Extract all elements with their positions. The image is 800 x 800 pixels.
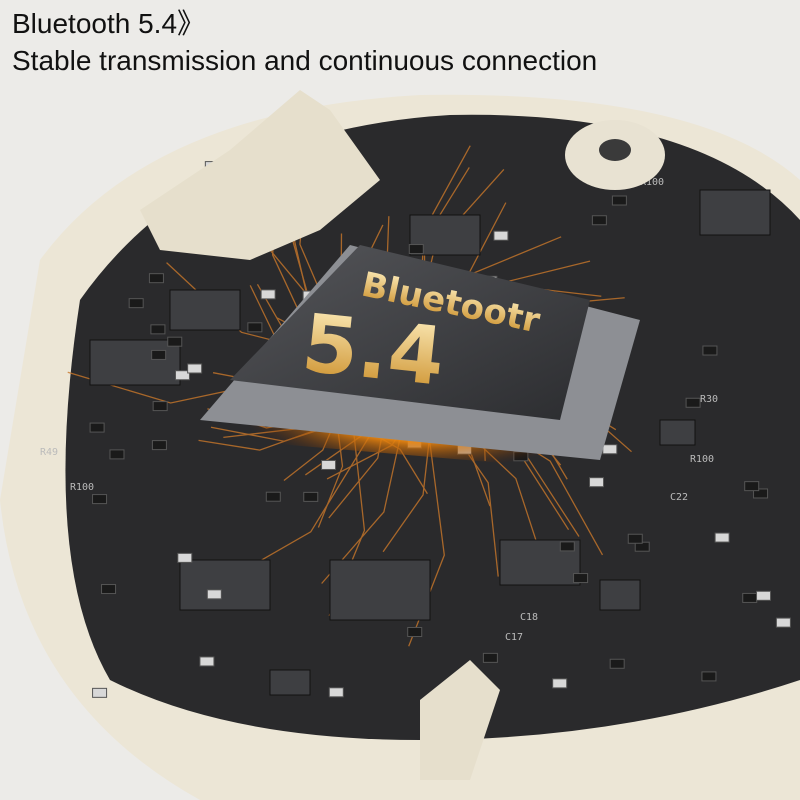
smd-component — [150, 324, 166, 335]
smd-component — [101, 584, 117, 595]
smd-component — [589, 477, 605, 488]
smd-component — [148, 273, 164, 284]
smd-component — [701, 671, 717, 682]
ic-package — [179, 559, 271, 611]
ic-package — [329, 559, 431, 621]
chip-top — [230, 245, 590, 420]
smd-component — [408, 244, 424, 255]
smd-component — [756, 590, 772, 601]
smd-component — [627, 533, 643, 544]
smd-component — [552, 678, 568, 689]
smd-component — [482, 652, 498, 663]
smd-component — [573, 573, 589, 584]
board-label: R100 — [640, 177, 664, 188]
board-label: R100 — [70, 482, 94, 493]
smd-component — [92, 687, 108, 698]
smd-component — [128, 298, 144, 309]
ic-package — [269, 669, 311, 696]
ic-package — [599, 579, 641, 611]
smd-component — [92, 494, 108, 505]
smd-component — [206, 589, 222, 600]
board-label: C18 — [520, 612, 538, 623]
casing-clip — [420, 660, 500, 780]
smd-component — [609, 658, 625, 669]
ic-package — [89, 339, 181, 386]
subtitle: Stable transmission and continuous conne… — [12, 45, 598, 76]
smd-component — [265, 491, 281, 502]
smd-component — [742, 592, 758, 603]
board-label: R30 — [700, 394, 718, 405]
smd-component — [685, 397, 701, 408]
ic-package — [699, 189, 771, 236]
smd-component — [591, 215, 607, 226]
smd-component — [753, 488, 769, 499]
chip-version-text: 5.4 — [298, 296, 449, 403]
smd-component — [744, 481, 760, 492]
title: Bluetooth 5.4》 — [12, 8, 206, 39]
smd-component — [199, 656, 215, 667]
smd-component — [321, 459, 337, 470]
smd-component — [559, 541, 575, 552]
board-label: R100 — [690, 454, 714, 465]
smd-component — [151, 349, 167, 360]
smd-component — [152, 401, 168, 412]
smd-component — [247, 322, 263, 333]
smd-component — [602, 444, 618, 455]
smd-component — [714, 532, 730, 543]
smd-component — [174, 370, 190, 381]
smd-component — [151, 440, 167, 451]
smd-component — [177, 552, 193, 563]
smd-component — [187, 363, 203, 374]
board-label: C17 — [505, 632, 523, 643]
smd-component — [611, 195, 627, 206]
board-label: R49 — [40, 447, 58, 458]
casing-clip — [140, 90, 380, 260]
smd-component — [167, 336, 183, 347]
smd-component — [260, 289, 276, 300]
smd-component — [702, 345, 718, 356]
ic-package — [659, 419, 696, 446]
smd-component — [407, 626, 423, 637]
smd-component — [775, 617, 791, 628]
board-label: C22 — [670, 492, 688, 503]
ic-package — [169, 289, 241, 331]
smd-component — [303, 491, 319, 502]
smd-component — [109, 449, 125, 460]
smd-component — [328, 687, 344, 698]
smd-component — [493, 230, 509, 241]
smd-component — [89, 422, 105, 433]
